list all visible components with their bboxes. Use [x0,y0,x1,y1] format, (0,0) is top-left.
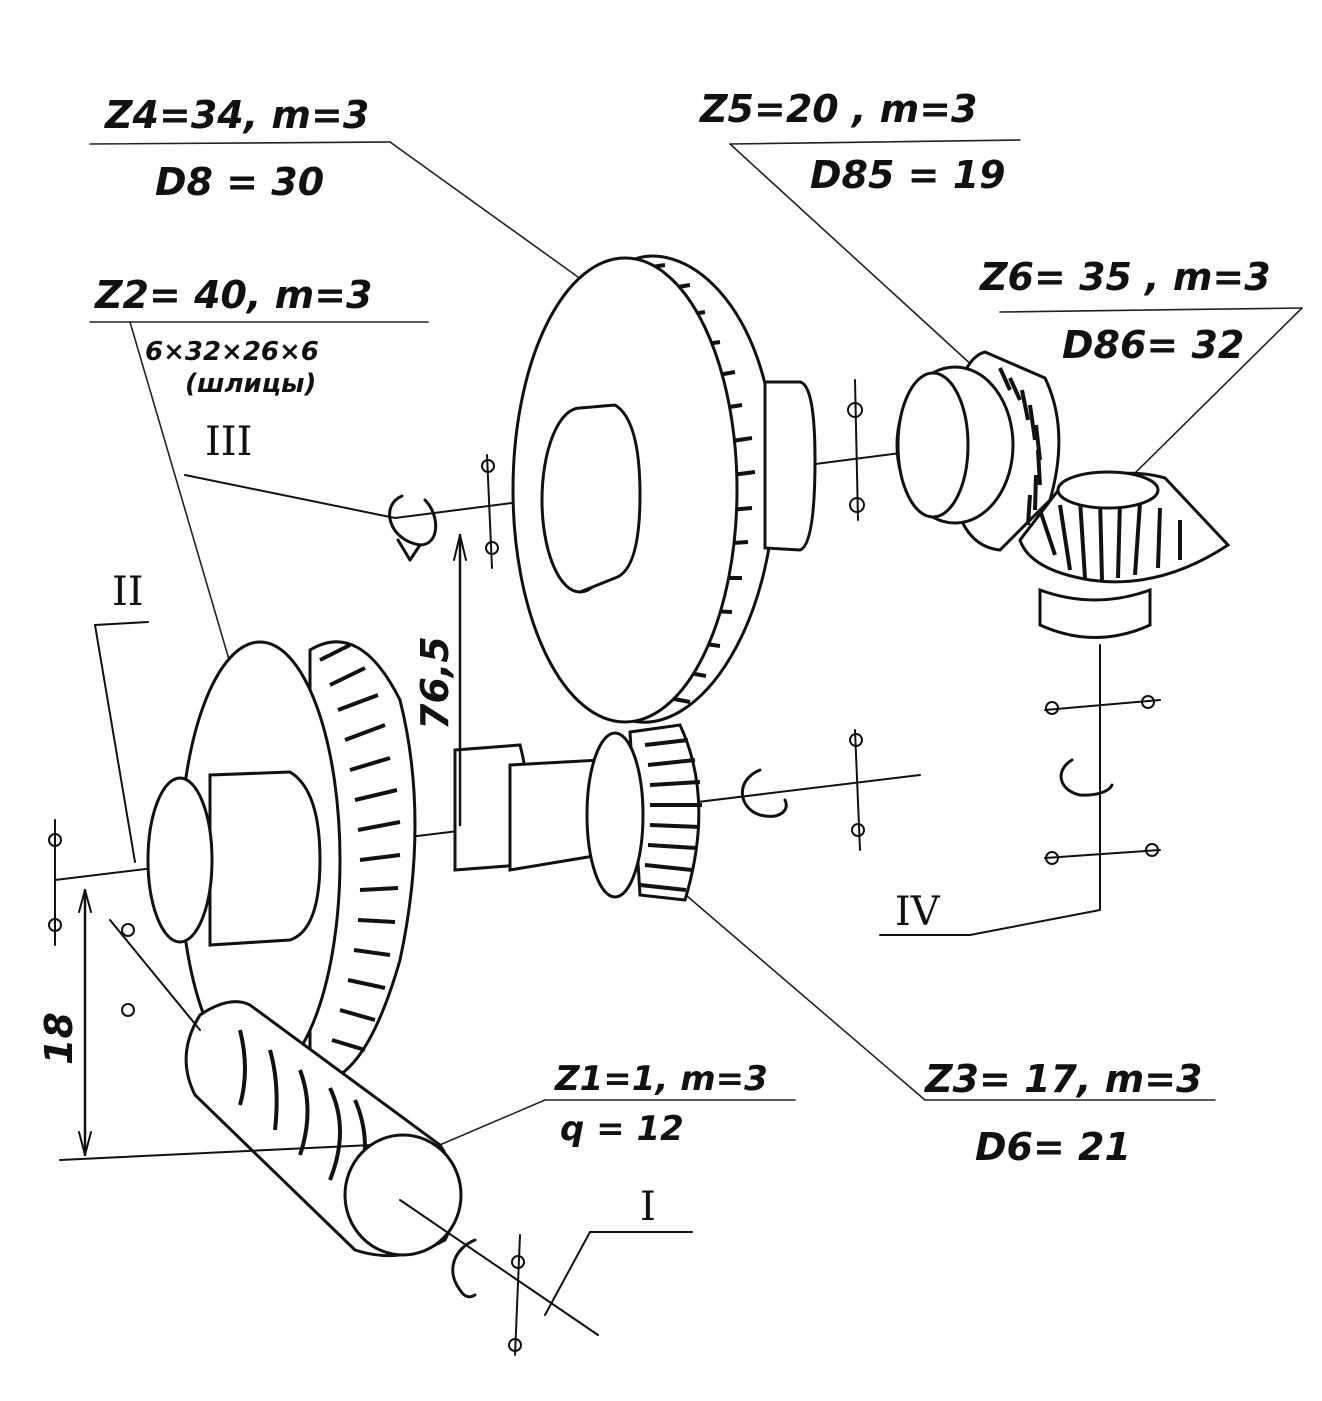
gear4-bore-label: D8 = 30 [155,160,324,204]
worm-params-label: Z1=1, m=3 [554,1059,768,1099]
gear5-bore-label: D85 = 19 [810,153,1006,197]
worm-thread [238,1029,367,1201]
gear-z4 [511,254,817,724]
gear-z6 [1018,470,1231,639]
shaft-III-assembly [184,254,941,724]
bearing-symbol [1044,843,1161,865]
shaft-IV-assembly [879,350,1231,936]
bearing-symbol [481,454,499,569]
bearing-symbol [48,819,62,946]
annotations: Z4=34, m=3 D8 = 30 Z5=20 , m=3 D85 = 19 … [37,87,1271,1230]
bearing-symbol [1044,695,1161,715]
shaft-IV-label: IV [895,889,941,935]
gear3-params-label: Z3= 17, m=3 [924,1057,1203,1101]
bearing-symbol [849,729,865,851]
gear2-spline-label: 6×32×26×6 [145,337,319,367]
shaft-III-label: III [205,419,252,465]
gear6-params-label: Z6= 35 , m=3 [979,255,1271,299]
leader-lines [89,139,1303,1151]
shaft-II-assembly [48,533,921,1082]
gear2-spline-note: (шлицы) [185,369,316,399]
bearing-symbol [109,919,201,1031]
gear6-bore-label: D86= 32 [1062,323,1244,367]
shaft-I-label: I [640,1184,656,1230]
bearing-symbol [508,1234,525,1356]
gear-z3 [585,723,702,902]
gear4-params-label: Z4=34, m=3 [104,93,369,137]
shaft-II-label: II [112,569,144,615]
gear-z2 [146,640,417,1082]
gear3-bore-label: D6= 21 [975,1125,1131,1169]
bearing-symbol [847,379,865,521]
shaft-I-assembly [59,888,693,1356]
gear-z5 [895,350,1061,552]
gear2-params-label: Z2= 40, m=3 [94,273,373,317]
center-distance-label: 76,5 [413,636,457,730]
gear5-params-label: Z5=20 , m=3 [699,87,978,131]
offset-label: 18 [37,1012,81,1065]
worm-q-label: q = 12 [560,1109,684,1149]
